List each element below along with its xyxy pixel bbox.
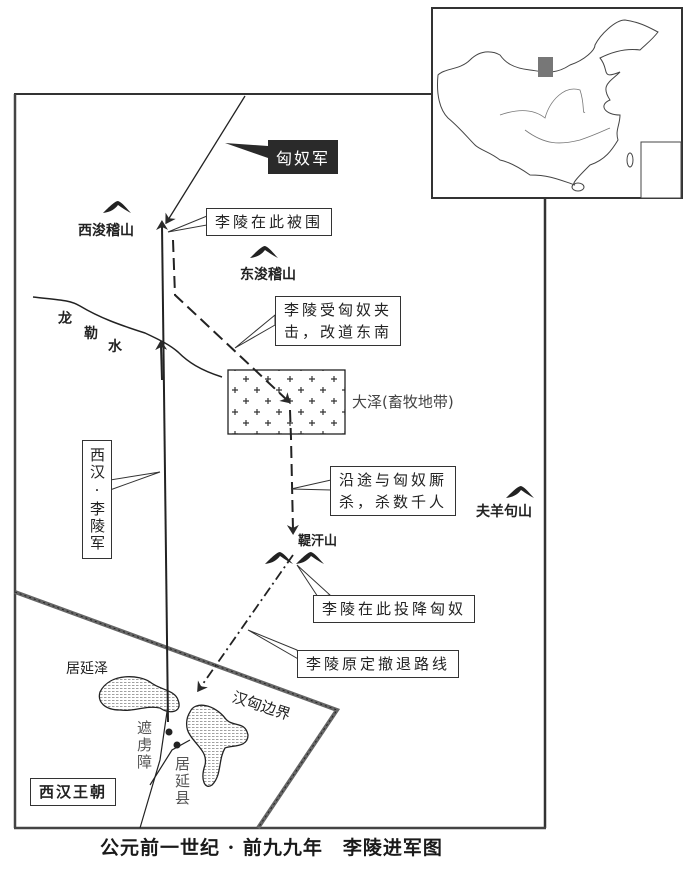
han-army-route-arrow2	[155, 340, 168, 381]
callout-tail-xiongnu	[225, 143, 268, 158]
inset-locator-map	[431, 7, 683, 199]
planned-retreat-route	[197, 554, 294, 693]
diverted-route-south	[286, 409, 299, 535]
callout-flank-line2: 击，改道东南	[284, 323, 393, 341]
juyan-county-dot	[173, 741, 181, 749]
location-highlight	[538, 57, 553, 77]
callout-fighting-line2: 杀，杀数千人	[339, 493, 448, 511]
han-army-route	[156, 220, 169, 723]
callout-flank-attack: 李陵受匈奴夹 击，改道东南	[275, 296, 402, 346]
diverted-route	[172, 239, 291, 404]
callout-fighting-line1: 沿途与匈奴厮	[339, 471, 448, 489]
mountain-icon-dihan-right	[296, 552, 324, 564]
callout-tail-fighting	[290, 479, 332, 491]
label-east-junji-mountain: 东浚稽山	[240, 267, 296, 283]
callout-retreat-route: 李陵原定撤退路线	[297, 650, 460, 678]
label-juyan-marsh: 居延泽	[66, 661, 108, 677]
juyan-county-lake	[185, 704, 249, 787]
callout-tail-flank	[234, 313, 276, 349]
longle-river	[32, 296, 223, 378]
south-china-sea-inset	[640, 141, 682, 199]
label-longle-river-3: 水	[108, 339, 122, 355]
mountain-icon-fuyang	[506, 486, 534, 498]
road-line-2	[149, 739, 191, 786]
road-line	[139, 704, 169, 829]
callout-fighting: 沿途与匈奴厮 杀，杀数千人	[330, 466, 457, 516]
great-marsh-area	[227, 369, 346, 435]
callout-besieged: 李陵在此被围	[206, 208, 333, 236]
yellow-river	[499, 88, 586, 119]
callout-tail-retreat	[247, 629, 301, 662]
label-juyan-county: 居延县	[173, 756, 191, 807]
callout-xiongnu-army: 匈奴军	[268, 140, 339, 174]
label-dihan-mountain: 鞮汗山	[298, 534, 338, 549]
label-longle-river-1: 龙	[58, 311, 72, 327]
callout-han-army: 西汉·李陵军	[82, 440, 112, 559]
mountain-icon-east-junji	[250, 246, 278, 258]
han-xiongnu-border	[14, 590, 341, 830]
xiongnu-army-route	[165, 95, 246, 225]
label-fuyang-mountain: 夫羊句山	[476, 504, 532, 520]
hainan	[571, 182, 585, 192]
label-great-marsh: 大泽(畜牧地带)	[352, 393, 454, 411]
callout-tail-surrender	[296, 564, 332, 598]
juyan-marsh	[98, 676, 180, 713]
map-title: 公元前一世纪 · 前九九年 李陵进军图	[100, 837, 443, 859]
western-han-dynasty-label: 西汉王朝	[30, 778, 117, 806]
mountain-icon-dihan-left	[265, 552, 293, 564]
mountain-icon-west-junji	[103, 201, 131, 213]
zhelu-barrier-dot	[165, 728, 173, 736]
callout-tail-besieged	[167, 215, 208, 233]
label-zhelu-barrier: 遮虏障	[135, 720, 153, 771]
label-longle-river-2: 勒	[84, 326, 98, 342]
callout-surrender: 李陵在此投降匈奴	[313, 595, 476, 623]
yangtze-river	[524, 127, 611, 144]
callout-tail-han-army	[109, 471, 161, 491]
label-west-junji-mountain: 西浚稽山	[78, 223, 134, 239]
taiwan	[626, 152, 634, 168]
callout-flank-line1: 李陵受匈奴夹	[284, 301, 393, 319]
